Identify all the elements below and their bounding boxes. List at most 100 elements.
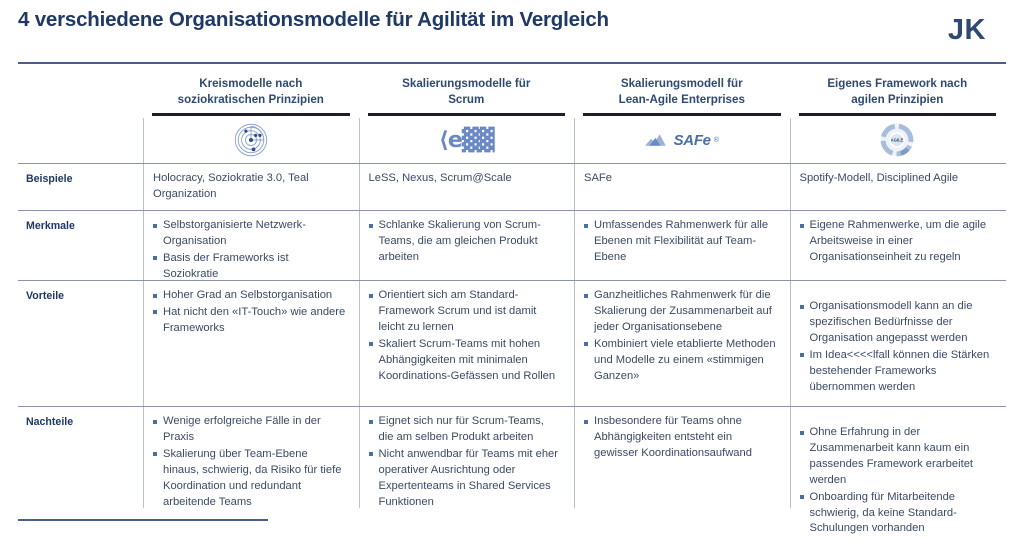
agile-ring-icon-glyph: AGILE (879, 122, 915, 158)
header-divider (18, 62, 1006, 64)
less-logo-icon: ⟨e▓▓ (359, 118, 575, 162)
column-divider-3 (574, 118, 575, 508)
list-item: Orientiert sich am Standard-Framework Sc… (368, 288, 562, 336)
row-label: Nachteile (26, 416, 74, 428)
bullet-list: Selbstorganisierte Netzwerk-Organisation… (153, 218, 346, 283)
column-header-3: Skalierungsmodell für Lean-Agile Enterpr… (574, 70, 790, 163)
list-item: Skaliert Scrum-Teams mit hohen Abhängigk… (368, 337, 562, 385)
bullet-list: Ganzheitliches Rahmenwerk für die Skalie… (584, 288, 777, 384)
list-item: Nicht anwendbar für Teams mit eher opera… (368, 447, 562, 511)
table-cell: SAFe (574, 164, 790, 210)
list-item: Kombiniert viele etablierte Methoden und… (584, 337, 777, 385)
list-item: Eignet sich nur für Scrum-Teams, die am … (368, 414, 562, 446)
column-header-4-title: Eigenes Framework nach agilen Prinzipien (790, 70, 1006, 107)
table-cell: Eignet sich nur für Scrum-Teams, die am … (359, 407, 575, 510)
table-cell: Umfassendes Rahmenwerk für alle Ebenen m… (574, 211, 790, 280)
column-header-1: Kreismodelle nach soziokratischen Prinzi… (143, 70, 359, 163)
sociocracy-circle-icon (143, 118, 359, 162)
bullet-list: Ohne Erfahrung in der Zusammenarbeit kan… (799, 425, 993, 538)
column-header-2-underline (367, 113, 565, 116)
list-item: Ohne Erfahrung in der Zusammenarbeit kan… (799, 425, 993, 489)
list-item: Insbesondere für Teams ohne Abhängigkeit… (584, 414, 777, 462)
row-label: Merkmale (26, 220, 75, 232)
bullet-list: Schlanke Skalierung von Scrum-Teams, die… (368, 218, 562, 266)
table-cell: Hoher Grad an Selbstorganisation Hat nic… (143, 281, 359, 406)
table-cell: Holocracy, Soziokratie 3.0, Teal Organiz… (143, 164, 359, 210)
column-header-1-line2: soziokratischen Prinzipien (177, 92, 324, 106)
column-header-3-underline (583, 113, 781, 116)
column-header-2-title: Skalierungsmodelle für Scrum (359, 70, 575, 107)
safe-wordmark: SAFe (673, 131, 711, 149)
table-cell: Wenige erfolgreiche Fälle in der Praxis … (143, 407, 359, 510)
sociocracy-circle-icon-glyph (234, 123, 268, 157)
table-row: Vorteile Hoher Grad an Selbstorganisatio… (18, 280, 1006, 406)
column-header-1-title: Kreismodelle nach soziokratischen Prinzi… (143, 70, 359, 107)
column-header-4: Eigenes Framework nach agilen Prinzipien… (790, 70, 1006, 163)
column-header-3-title: Skalierungsmodell für Lean-Agile Enterpr… (574, 70, 790, 107)
list-item: Eigene Rahmenwerke, um die agile Arbeits… (799, 218, 993, 266)
table-cell: LeSS, Nexus, Scrum@Scale (359, 164, 575, 210)
list-item: Selbstorganisierte Netzwerk-Organisation (153, 218, 346, 250)
column-header-4-line2: agilen Prinzipien (851, 92, 944, 106)
table-cell: Spotify-Modell, Disciplined Agile (790, 164, 1006, 210)
list-item: Hat nicht den «IT-Touch» wie andere Fram… (153, 305, 346, 337)
column-header-4-line1: Eigenes Framework nach (827, 77, 968, 90)
cell-text: Spotify-Modell, Disciplined Agile (799, 172, 959, 184)
page-title: 4 verschiedene Organisationsmodelle für … (18, 8, 609, 31)
column-header-2: Skalierungsmodelle für Scrum ⟨e▓▓ (359, 70, 575, 163)
column-header-1-underline (152, 113, 350, 116)
list-item: Skalierung über Team-Ebene hinaus, schwi… (153, 447, 346, 511)
list-item: Im Idea<<<<lfall können die Stärken best… (799, 348, 993, 396)
column-header-3-line2: Lean-Agile Enterprises (618, 92, 745, 106)
column-header-2-line2: Scrum (448, 92, 485, 106)
table-row: Beispiele Holocracy, Soziokratie 3.0, Te… (18, 163, 1006, 210)
list-item: Hoher Grad an Selbstorganisation (153, 288, 346, 304)
list-item: Onboarding für Mitarbeitende schwierig, … (799, 490, 993, 538)
table-cell: Organisationsmodell kann an die spezifis… (790, 281, 1006, 406)
bullet-list: Eignet sich nur für Scrum-Teams, die am … (368, 414, 562, 511)
bullet-list: Orientiert sich am Standard-Framework Sc… (368, 288, 562, 385)
cell-text: LeSS, Nexus, Scrum@Scale (368, 172, 512, 184)
bullet-list: Eigene Rahmenwerke, um die agile Arbeits… (799, 218, 993, 266)
cell-text: SAFe (584, 172, 612, 184)
table-cell: Insbesondere für Teams ohne Abhängigkeit… (574, 407, 790, 510)
list-item: Basis der Frameworks ist Soziokratie (153, 251, 346, 283)
svg-text:AGILE: AGILE (891, 138, 904, 143)
table-cell: Eigene Rahmenwerke, um die agile Arbeits… (790, 211, 1006, 280)
table-cell: Ganzheitliches Rahmenwerk für die Skalie… (574, 281, 790, 406)
bullet-list: Insbesondere für Teams ohne Abhängigkeit… (584, 414, 777, 462)
table-cell: Orientiert sich am Standard-Framework Sc… (359, 281, 575, 406)
table-cell: Ohne Erfahrung in der Zusammenarbeit kan… (790, 407, 1006, 534)
safe-logo-icon: SAFe® (574, 118, 790, 162)
column-divider-2 (358, 118, 360, 508)
safe-trademark: ® (713, 136, 719, 144)
list-item: Organisationsmodell kann an die spezifis… (799, 299, 993, 347)
column-header-2-line1: Skalierungsmodelle für (402, 77, 531, 90)
table-row: Nachteile Wenige erfolgreiche Fälle in d… (18, 406, 1006, 534)
column-header-1-line1: Kreismodelle nach (199, 77, 303, 90)
comparison-table: Kreismodelle nach soziokratischen Prinzi… (18, 70, 1006, 534)
less-logo-icon-glyph: ⟨e▓▓ (438, 127, 495, 153)
list-item: Umfassendes Rahmenwerk für alle Ebenen m… (584, 218, 777, 266)
list-item: Wenige erfolgreiche Fälle in der Praxis (153, 414, 346, 446)
column-header-3-line1: Skalierungsmodell für (620, 77, 743, 90)
bullet-list: Hoher Grad an Selbstorganisation Hat nic… (153, 288, 346, 337)
column-divider-1 (143, 118, 144, 508)
list-item: Schlanke Skalierung von Scrum-Teams, die… (368, 218, 562, 266)
footer-divider (18, 519, 268, 521)
bullet-list: Wenige erfolgreiche Fälle in der Praxis … (153, 414, 346, 510)
column-divider-4 (789, 118, 791, 508)
table-header-corner (18, 70, 143, 163)
brand-logo: JK (947, 14, 986, 46)
safe-logo-icon-glyph: SAFe® (644, 131, 719, 149)
bullet-list: Umfassendes Rahmenwerk für alle Ebenen m… (584, 218, 777, 266)
row-label: Beispiele (26, 173, 73, 185)
list-item: Ganzheitliches Rahmenwerk für die Skalie… (584, 288, 777, 336)
table-row: Merkmale Selbstorganisierte Netzwerk-Org… (18, 210, 1006, 280)
agile-ring-icon: AGILE (790, 118, 1006, 162)
cell-text: Holocracy, Soziokratie 3.0, Teal Organiz… (153, 172, 309, 200)
column-header-4-underline (798, 113, 996, 116)
table-header-row: Kreismodelle nach soziokratischen Prinzi… (18, 70, 1006, 508)
bullet-list: Organisationsmodell kann an die spezifis… (799, 299, 993, 396)
